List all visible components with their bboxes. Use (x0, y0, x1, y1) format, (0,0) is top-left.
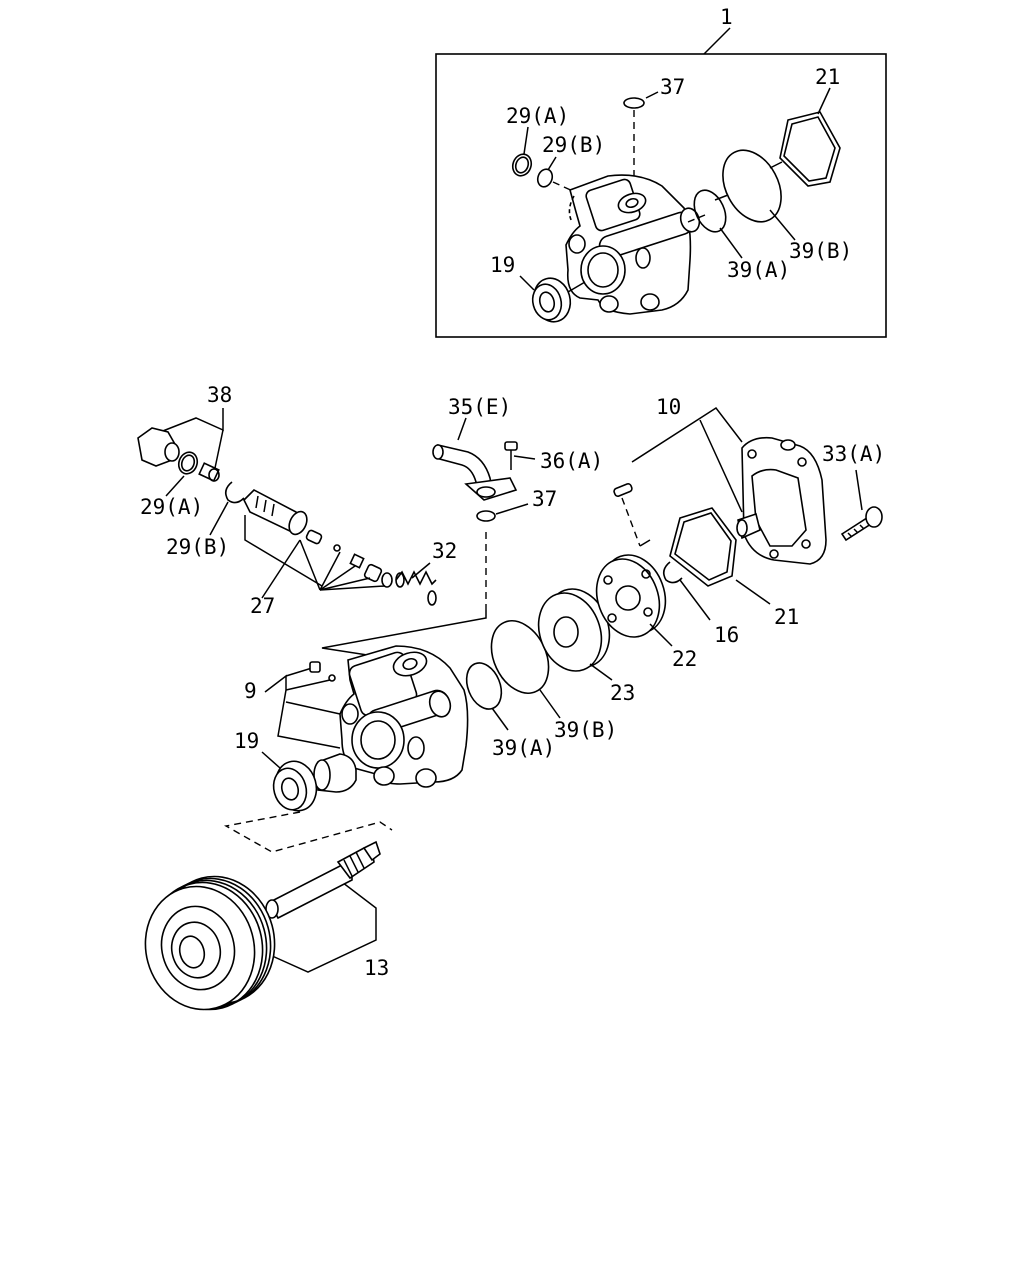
kit-pump-housing (565, 174, 706, 315)
cam-ring-23 (537, 588, 613, 681)
pump-housing (321, 610, 487, 788)
label-37: 37 (532, 487, 557, 511)
callout-labels: 1 37 21 29(A) 29(B) 19 39(A) 39(B) 38 29… (140, 5, 885, 980)
label-19: 19 (234, 729, 259, 753)
kit-oil-seal-19 (519, 275, 586, 323)
label-19-kit: 19 (490, 253, 515, 277)
oring-37 (476, 503, 529, 610)
label-29b-kit: 29(B) (542, 133, 605, 157)
oil-seal-19 (261, 751, 318, 812)
shaft-alignment-dashed (223, 811, 393, 853)
label-27: 27 (250, 594, 275, 618)
label-36a: 36(A) (540, 449, 603, 473)
bolt-33a (840, 469, 883, 542)
label-33a: 33(A) (822, 442, 885, 466)
label-1: 1 (720, 5, 733, 29)
kit-box (435, 27, 887, 338)
bushing-9 (264, 661, 357, 793)
pulley-shaft-13 (144, 840, 381, 1011)
gasket-21 (669, 507, 771, 605)
label-16: 16 (714, 623, 739, 647)
rotor-plate-22 (595, 483, 673, 647)
label-39b: 39(B) (554, 718, 617, 742)
label-32: 32 (432, 539, 457, 563)
label-39a: 39(A) (492, 736, 555, 760)
label-9: 9 (244, 679, 257, 703)
label-38: 38 (207, 383, 232, 407)
bolt-36a (504, 441, 536, 470)
kit-gasket-21 (769, 87, 841, 187)
oring-39a (465, 662, 509, 731)
kit-oring-29b (536, 156, 576, 193)
pump-cover-10 (631, 406, 827, 565)
label-39a-kit: 39(A) (727, 258, 790, 282)
kit-oring-29a (511, 126, 533, 177)
label-29a-kit: 29(A) (506, 104, 569, 128)
valve-assembly-27 (243, 489, 393, 599)
label-22: 22 (672, 647, 697, 671)
label-21: 21 (774, 605, 799, 629)
spring-32 (395, 562, 437, 606)
plug-assembly-38 (137, 408, 224, 497)
label-39b-kit: 39(B) (789, 239, 852, 263)
label-21-kit: 21 (815, 65, 840, 89)
label-13: 13 (364, 956, 389, 980)
label-29b: 29(B) (166, 535, 229, 559)
label-10: 10 (656, 395, 681, 419)
label-23: 23 (610, 681, 635, 705)
label-29a: 29(A) (140, 495, 203, 519)
pipe-union-35e (432, 417, 518, 501)
label-37-kit: 37 (660, 75, 685, 99)
kit-oring-39a (693, 189, 743, 259)
snap-ring-16 (662, 561, 711, 621)
kit-oring-39b (714, 149, 796, 241)
label-35e: 35(E) (448, 395, 511, 419)
kit-oring-37 (623, 91, 659, 185)
circlip-29b (209, 481, 245, 536)
